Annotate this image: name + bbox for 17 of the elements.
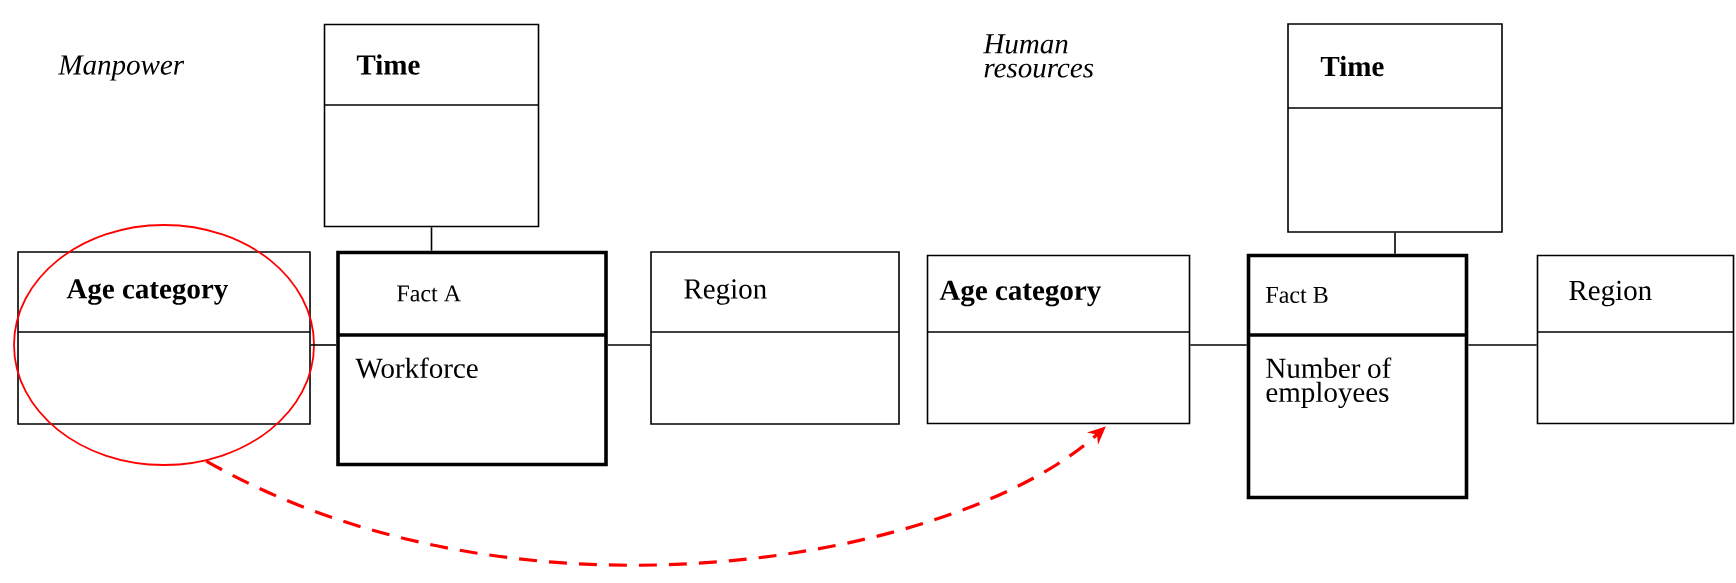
connector-line	[1189, 344, 1248, 346]
group-label: Manpower	[58, 55, 185, 81]
class-box: Fact A Workforce	[336, 250, 608, 467]
class-box: Time	[1287, 23, 1503, 233]
class-box: Region	[1536, 254, 1735, 425]
highlight-ellipse	[13, 224, 315, 466]
class-box: Time	[323, 23, 540, 228]
connector-line	[607, 344, 651, 346]
class-box: Age category	[926, 254, 1191, 425]
connector-line	[310, 344, 337, 346]
connector-line	[430, 226, 433, 252]
connector-line	[1467, 344, 1538, 346]
class-box: Fact B Number of employees	[1246, 253, 1469, 500]
class-box: Age category	[17, 251, 311, 425]
group-label: Human resources	[983, 34, 1094, 78]
connector-line	[1394, 232, 1396, 255]
class-box: Region	[650, 251, 900, 425]
